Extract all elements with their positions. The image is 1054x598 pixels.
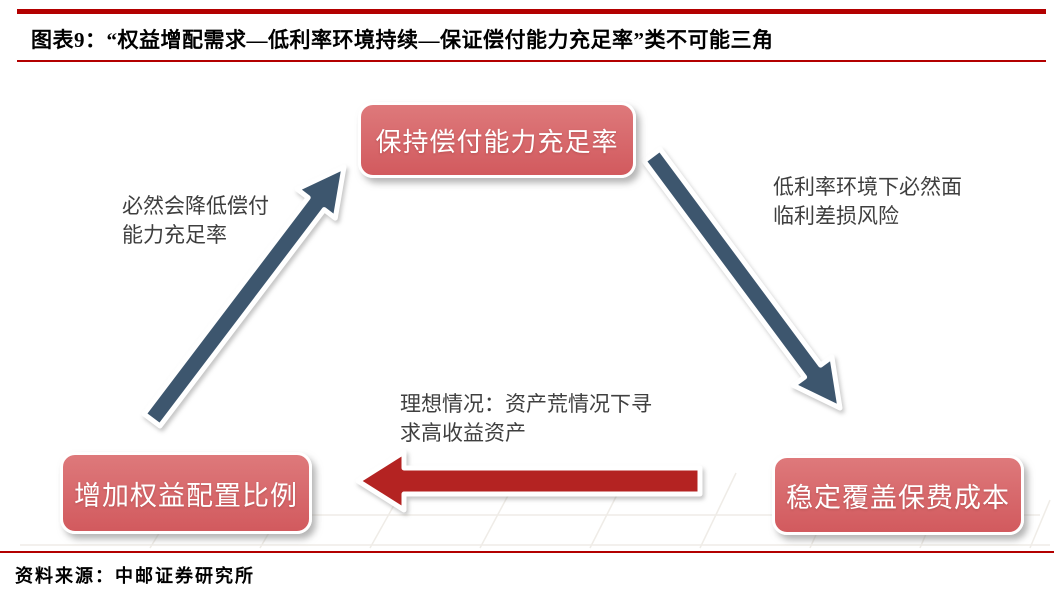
edge-label-left: 必然会降低偿付 能力充足率 [122,192,269,250]
node-label: 稳定覆盖保费成本 [786,482,1010,513]
node-maintain-solvency: 保持偿付能力充足率 [358,102,636,178]
arrow-left-red [355,449,703,513]
footer-rule [0,551,1054,553]
figure-title: 图表9：“权益增配需求—低利率环境持续—保证偿付能力充足率”类不可能三角 [31,28,774,52]
edge-label-line: 临利差损风险 [773,205,899,228]
impossible-triangle-diagram: 保持偿付能力充足率 增加权益配置比例 稳定覆盖保费成本 必然会降低偿付 能力充足… [0,80,1054,550]
arrow-down-right [641,146,843,411]
node-increase-equity-allocation: 增加权益配置比例 [60,452,312,534]
edge-label-bottom: 理想情况：资产荒情况下寻 求高收益资产 [400,390,652,448]
edge-label-line: 求高收益资产 [400,422,526,445]
edge-label-line: 必然会降低偿付 [122,195,269,218]
arrow-up-left [141,164,347,429]
edge-label-right: 低利率环境下必然面 临利差损风险 [773,173,962,231]
edge-label-line: 低利率环境下必然面 [773,176,962,199]
diagram-graphics [20,146,1051,549]
source-note: 资料来源：中邮证券研究所 [15,566,255,586]
header-top-rule [17,9,1046,14]
node-label: 增加权益配置比例 [74,480,298,511]
node-label: 保持偿付能力充足率 [375,126,619,157]
node-cover-premium-cost: 稳定覆盖保费成本 [772,455,1024,535]
edge-label-line: 理想情况：资产荒情况下寻 [400,393,652,416]
title-underline-rule [17,60,1046,62]
edge-label-line: 能力充足率 [122,224,227,247]
